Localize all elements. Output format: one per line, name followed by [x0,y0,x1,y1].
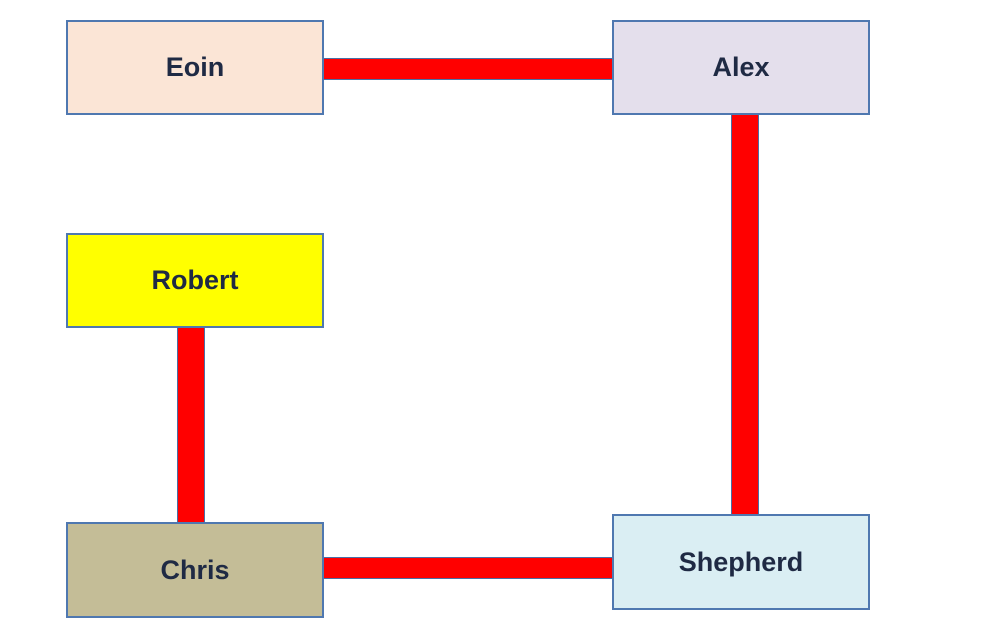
node-shepherd-label: Shepherd [678,546,804,577]
node-robert: Robert [66,233,324,328]
connector-alex-shepherd [731,112,759,518]
connector-eoin-alex [322,58,616,80]
node-alex: Alex [612,20,870,115]
node-eoin-label: Eoin [165,52,225,82]
connector-robert-chris [177,325,205,526]
node-chris: Chris [66,522,324,618]
node-chris-label: Chris [160,554,230,585]
node-alex-label: Alex [712,52,770,82]
node-shepherd: Shepherd [612,514,870,610]
connector-chris-shepherd [322,557,616,579]
node-robert-label: Robert [151,265,239,295]
node-eoin: Eoin [66,20,324,115]
